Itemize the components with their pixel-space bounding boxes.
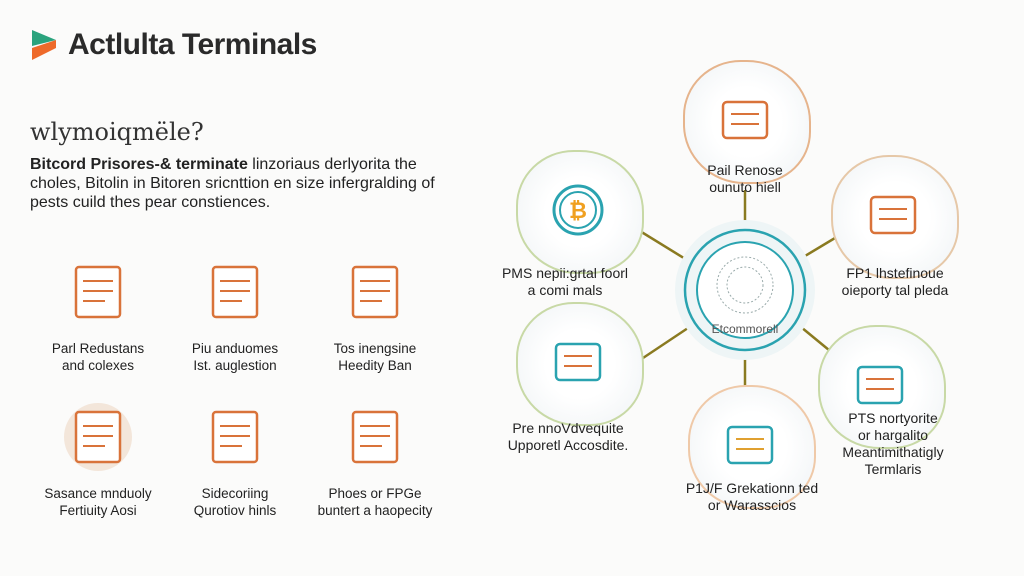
document-icon bbox=[705, 80, 785, 165]
brand-name: Actlulta Terminals bbox=[68, 28, 317, 61]
intro-body: linzoriaus derlyorita the choles, Bitoli… bbox=[30, 156, 435, 211]
logo bbox=[28, 26, 62, 62]
network-icon bbox=[716, 256, 774, 314]
center-label: Etcommorell bbox=[711, 322, 779, 336]
card-device-icon bbox=[338, 255, 412, 329]
payment-terminal-icon bbox=[538, 322, 618, 407]
center-inner-ring bbox=[696, 241, 794, 339]
terminal-stack-icon bbox=[853, 175, 933, 260]
intro-lead: Bitcord Prisores-& terminate bbox=[30, 156, 248, 173]
section-heading: wlymoiqmële? bbox=[30, 118, 204, 146]
card-reader-icon bbox=[840, 345, 920, 430]
envelope-chart-icon bbox=[710, 405, 790, 490]
document-list-icon bbox=[61, 255, 135, 329]
laptop-chart-icon bbox=[61, 400, 135, 474]
svg-text:₿: ₿ bbox=[569, 198, 587, 223]
search-document-icon bbox=[198, 400, 272, 474]
diagram-node[interactable] bbox=[516, 150, 644, 274]
bitcoin-icon: ₿ bbox=[538, 170, 618, 255]
gear-lightbulb-icon bbox=[198, 255, 272, 329]
center-ring bbox=[683, 228, 807, 352]
file-printer-icon bbox=[338, 400, 412, 474]
logo-mark-icon bbox=[32, 30, 56, 60]
intro-paragraph: Bitcord Prisores-& terminate linzoriaus … bbox=[30, 155, 450, 212]
